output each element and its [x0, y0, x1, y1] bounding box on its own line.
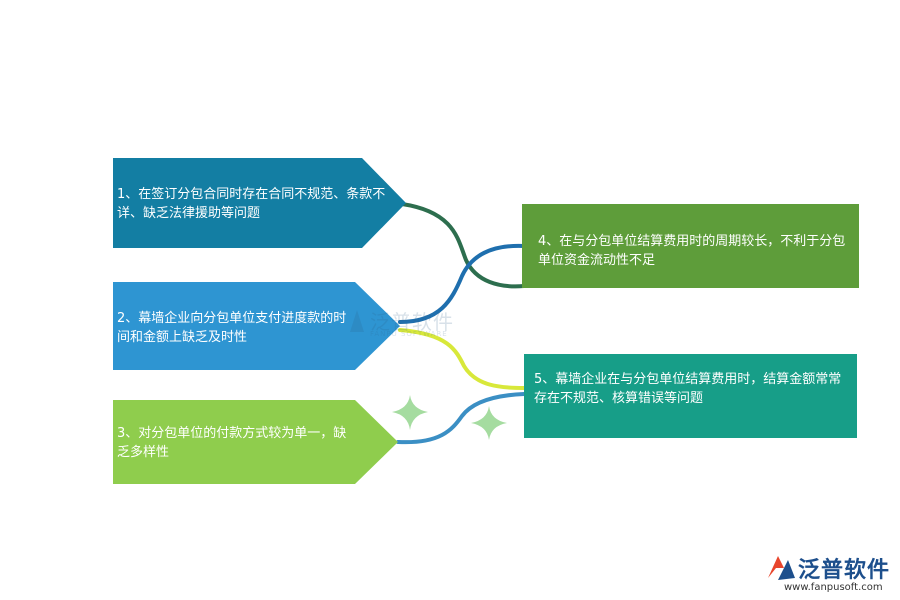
left-item-2-text: 2、幕墙企业向分包单位支付进度款的时间和金额上缺乏及时性	[117, 311, 347, 345]
right-box-4	[522, 204, 859, 288]
watermark-subtext: FANPU SOFTWARE	[370, 330, 448, 338]
left-item-1-text: 1、在签订分包合同时存在合同不规范、条款不详、缺乏法律援助等问题	[117, 187, 386, 221]
left-box-2	[113, 282, 400, 370]
connector-item2-item5	[398, 328, 526, 390]
sparkle-star-icon	[392, 395, 428, 430]
left-box-1	[113, 158, 406, 248]
watermark: 泛普软件 FANPU SOFTWARE	[346, 306, 456, 346]
watermark-logo-icon	[350, 310, 364, 332]
left-item-3-text: 3、对分包单位的付款方式较为单一，缺乏多样性	[117, 426, 347, 460]
connector-item3-item5	[396, 392, 526, 445]
right-box-5	[524, 354, 857, 438]
brand-name: 泛普软件	[798, 558, 891, 583]
right-item-4-text: 4、在与分包单位结算费用时的周期较长，不利于分包单位资金流动性不足	[538, 234, 846, 268]
right-item-5-text: 5、幕墙企业在与分包单位结算费用时，结算金额常常存在不规范、核算错误等问题	[534, 372, 842, 406]
sparkle-star-icon	[471, 406, 507, 440]
watermark-text: 泛普软件	[370, 310, 454, 334]
brand-logo: 泛普软件 www.fanpusoft.com	[764, 548, 896, 596]
brand-url: www.fanpusoft.com	[784, 582, 883, 593]
left-box-3	[113, 400, 398, 484]
connector-item2-item4	[398, 243, 526, 324]
brand-logo-icon	[768, 556, 795, 580]
connector-item1-item4	[400, 202, 526, 289]
